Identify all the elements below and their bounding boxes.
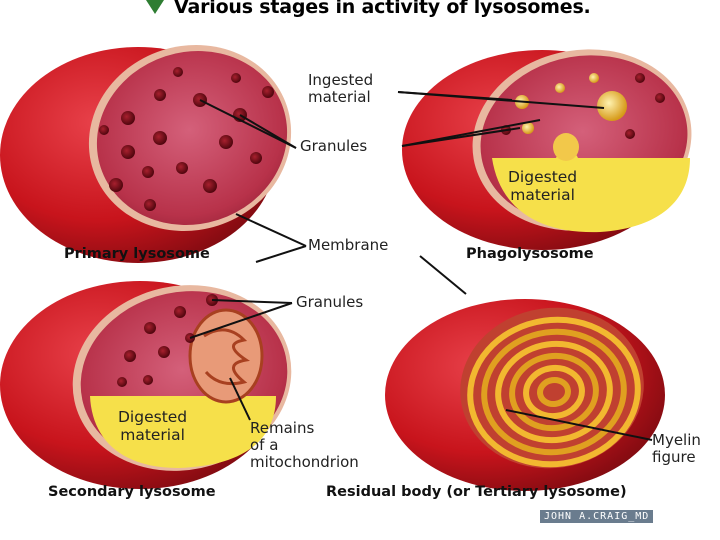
callout-granules-bottom: Granules — [296, 293, 364, 311]
primary-interior — [96, 50, 288, 226]
callout-remains-line1: Remains — [250, 419, 315, 437]
callout-remains-line2: of a — [250, 436, 279, 454]
caption-primary-lysosome: Primary lysosome — [64, 246, 210, 262]
leader-lines — [189, 91, 653, 441]
callout-remains-mitochondrion: Remains of a mitochondrion — [250, 420, 359, 471]
phago-digested-pool — [492, 150, 690, 233]
phago-ingested-blob — [553, 133, 579, 161]
callout-ingested-material: Ingested material — [308, 72, 373, 106]
callout-myelin-figure: Myelin figure — [652, 432, 701, 466]
caption-phagolysosome: Phagolysosome — [466, 246, 594, 262]
secondary-granules — [117, 294, 218, 387]
callout-ingested-line1: Ingested — [308, 71, 374, 89]
title-icon — [146, 0, 164, 14]
caption-residual-body: Residual body (or Tertiary lysosome) — [326, 484, 627, 500]
artist-signature: JOHN A.CRAIG_MD — [540, 510, 654, 523]
myelin-figure — [467, 316, 641, 468]
secondary-lysosome — [0, 281, 292, 489]
secondary-digested-label: Digested material — [118, 408, 187, 444]
phago-ingested-material — [515, 73, 627, 134]
phago-digested-label: Digested material — [508, 168, 577, 204]
caption-secondary-lysosome: Secondary lysosome — [48, 484, 216, 500]
phagolysosome — [402, 49, 692, 250]
callout-ingested-line2: material — [308, 88, 371, 106]
secondary-digested-line1: Digested — [118, 408, 188, 426]
callout-granules-top: Granules — [300, 137, 368, 155]
phago-digested-line2: material — [510, 186, 575, 204]
secondary-mitochondrion — [188, 308, 264, 404]
callout-myelin-line1: Myelin — [652, 431, 701, 449]
secondary-digested-pool — [90, 396, 276, 468]
primary-lysosome — [0, 44, 292, 263]
callout-remains-line3: mitochondrion — [250, 453, 359, 471]
phago-digested-line1: Digested — [508, 168, 578, 186]
callout-myelin-line2: figure — [652, 448, 696, 466]
secondary-digested-line2: material — [120, 426, 185, 444]
page-title: Various stages in activity of lysosomes. — [174, 0, 591, 18]
callout-membrane: Membrane — [308, 236, 389, 254]
residual-body — [385, 299, 665, 491]
